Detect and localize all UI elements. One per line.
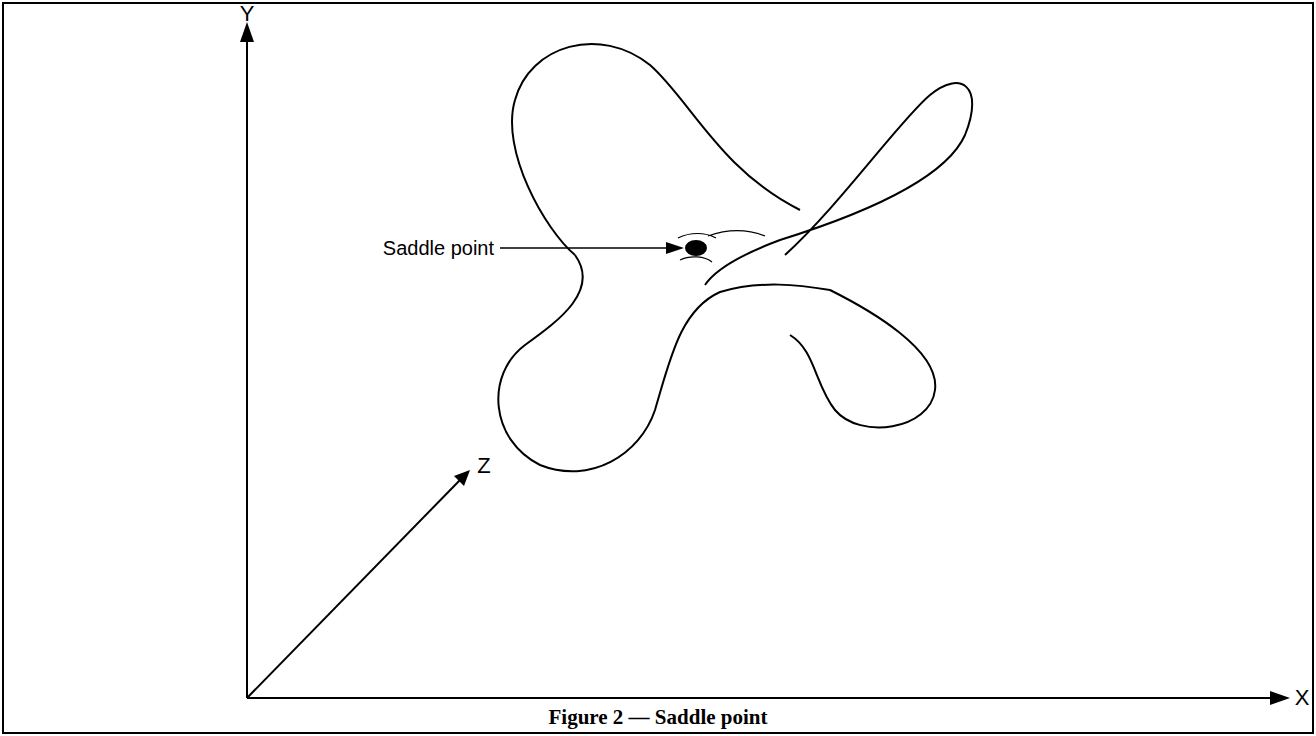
frame-border [3, 3, 1313, 733]
axis-letter: Y [240, 1, 255, 27]
z-axis [247, 480, 460, 698]
leader-line [500, 247, 668, 249]
saddle-point-dot [685, 240, 707, 256]
arrowhead [454, 470, 470, 486]
surface-outline [498, 255, 935, 471]
figure-caption: Figure 2 — Saddle point [549, 705, 768, 730]
axis-letter: Z [477, 453, 490, 479]
surface-outline [512, 44, 800, 255]
surface-fold [705, 83, 972, 285]
y-axis [246, 38, 248, 698]
callout-label: Saddle point [383, 237, 494, 260]
saddle-curves [678, 231, 765, 262]
axis-letter: X [1295, 685, 1310, 711]
arrowhead [666, 242, 684, 254]
x-axis [247, 697, 1272, 699]
arrowhead [1270, 691, 1290, 705]
